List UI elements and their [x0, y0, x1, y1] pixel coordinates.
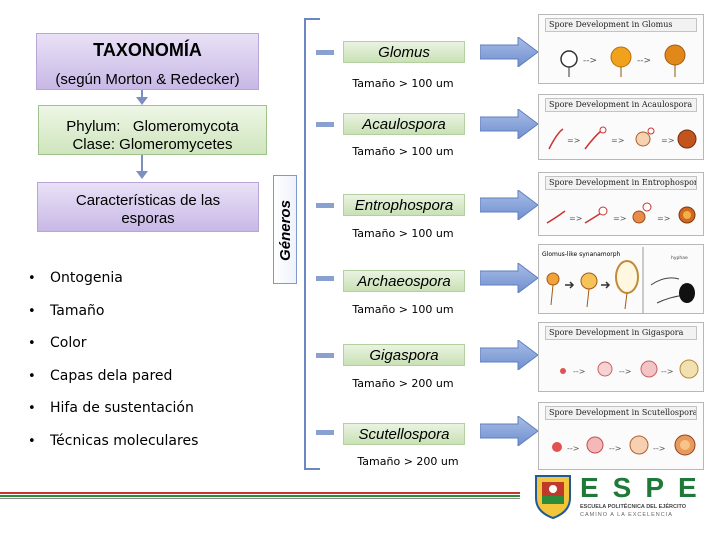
svg-text:=>: =>: [611, 136, 624, 145]
genus-size: Tamaño > 100 um: [352, 227, 454, 240]
genus-size: Tamaño > 100 um: [352, 303, 454, 316]
genus-glomus: Glomus: [343, 41, 465, 63]
genus-acaulospora: Acaulospora: [343, 113, 465, 135]
svg-text:=>: =>: [661, 136, 674, 145]
spore-panel-archaeospora: Glomus-like synanamorph hyphae: [538, 244, 704, 314]
genus-connector: [316, 276, 334, 281]
genus-size: Tamaño > 200 um: [352, 377, 454, 390]
espe-logo: ESPE ESCUELA POLITÉCNICA DEL EJÉRCITO CA…: [530, 470, 715, 522]
phylum-line: Phylum: Glomeromycota: [66, 118, 239, 135]
panel-title: Spore Development in Scutellospora: [545, 406, 697, 420]
spore-panel-gigaspora: Spore Development in Gigaspora --> --> -…: [538, 322, 704, 392]
panel-title: Glomus-like synanamorph: [542, 251, 621, 258]
spore-development-illustration: --> -->: [560, 44, 686, 77]
characteristics-box: Características de las esporas: [37, 182, 259, 232]
panel-title: Spore Development in Acaulospora: [545, 98, 697, 112]
taxonomy-title: TAXONOMÍA: [93, 40, 202, 60]
spore-panel-entrophospora: Spore Development in Entrophospora => =>…: [538, 172, 704, 236]
footer-stripe-green: [0, 495, 520, 497]
genera-bracket-bottom: [304, 468, 320, 470]
genus-connector: [316, 203, 334, 208]
genus-size: Tamaño > 100 um: [352, 145, 454, 158]
svg-text:=>: =>: [657, 214, 670, 223]
arrow-right-icon: [480, 340, 538, 370]
list-item: •Tamaño: [28, 302, 105, 319]
genus-entrophospora: Entrophospora: [343, 194, 465, 216]
logo-letters: ESPE: [580, 472, 711, 503]
genera-bracket: [304, 18, 306, 470]
genera-bracket-top: [304, 18, 320, 20]
arrow-right-icon: [480, 109, 538, 139]
svg-text:-->: -->: [583, 56, 597, 66]
spore-panel-acaulospora: Spore Development in Acaulospora => => =…: [538, 94, 704, 160]
arrow-right-icon: [480, 416, 538, 446]
panel-title: Spore Development in Glomus: [545, 18, 697, 32]
class-line: Clase: Glomeromycetes: [72, 136, 233, 153]
arrow-down-icon: [136, 171, 148, 179]
characteristics-list: •Ontogenia •Tamaño •Color •Capas dela pa…: [28, 264, 198, 460]
genus-connector: [316, 353, 334, 358]
arrow-connector: [141, 155, 143, 171]
spore-development-illustration: => => =>: [548, 126, 697, 150]
spore-development-illustration: => => =>: [546, 202, 696, 224]
logo-institution: ESCUELA POLITÉCNICA DEL EJÉRCITO: [580, 504, 687, 510]
spore-panel-scutellospora: Spore Development in Scutellospora --> -…: [538, 402, 704, 470]
svg-text:=>: =>: [613, 214, 626, 223]
logo-motto: CAMINO A LA EXCELENCIA: [580, 512, 673, 518]
espe-crest-icon: [535, 475, 571, 520]
genus-gigaspora: Gigaspora: [343, 344, 465, 366]
spore-panel-glomus: Spore Development in Glomus --> -->: [538, 14, 704, 84]
genus-connector: [316, 50, 334, 55]
list-item: •Ontogenia: [28, 270, 123, 286]
genus-size: Tamaño > 100 um: [352, 77, 454, 90]
panel-title: Spore Development in Entrophospora: [545, 176, 697, 190]
arrow-right-icon: [480, 263, 538, 293]
spore-development-illustration: hyphae: [546, 247, 695, 313]
arrow-right-icon: [480, 190, 538, 220]
characteristics-line2: esporas: [121, 210, 175, 227]
taxonomy-title-box: TAXONOMÍA (según Morton & Redecker): [36, 33, 259, 90]
footer-stripe-red: [0, 492, 520, 494]
arrow-connector: [141, 90, 143, 98]
generos-label-box: Géneros: [273, 175, 297, 284]
svg-text:-->: -->: [637, 56, 651, 66]
list-item: •Técnicas moleculares: [28, 432, 199, 449]
taxonomy-subtitle: (según Morton & Redecker): [55, 71, 240, 88]
phylum-box: Phylum: Glomeromycota Clase: Glomeromyce…: [38, 105, 267, 155]
spore-development-illustration: --> --> -->: [552, 434, 696, 456]
list-item: •Capas dela pared: [28, 367, 173, 384]
svg-text:-->: -->: [619, 367, 631, 376]
genus-size: Tamaño > 200 um: [357, 455, 459, 468]
list-item: •Color: [28, 335, 87, 352]
arrow-down-icon: [136, 97, 148, 105]
svg-text:-->: -->: [653, 444, 665, 453]
svg-text:-->: -->: [661, 367, 673, 376]
spore-development-illustration: --> --> -->: [560, 359, 699, 379]
generos-label: Géneros: [277, 200, 294, 261]
svg-text:hyphae: hyphae: [671, 255, 688, 261]
svg-text:-->: -->: [609, 444, 621, 453]
genus-connector: [316, 430, 334, 435]
genus-scutellospora: Scutellospora: [343, 423, 465, 445]
svg-text:-->: -->: [573, 367, 585, 376]
svg-text:=>: =>: [569, 214, 582, 223]
footer-stripe-gray: [0, 498, 520, 499]
characteristics-line1: Características de las: [75, 192, 221, 209]
svg-text:-->: -->: [567, 444, 579, 453]
panel-title: Spore Development in Gigaspora: [545, 326, 697, 340]
arrow-right-icon: [480, 37, 538, 67]
genus-archaeospora: Archaeospora: [343, 270, 465, 292]
list-item: •Hifa de sustentación: [28, 400, 194, 417]
genus-connector: [316, 122, 334, 127]
svg-text:=>: =>: [567, 136, 580, 145]
